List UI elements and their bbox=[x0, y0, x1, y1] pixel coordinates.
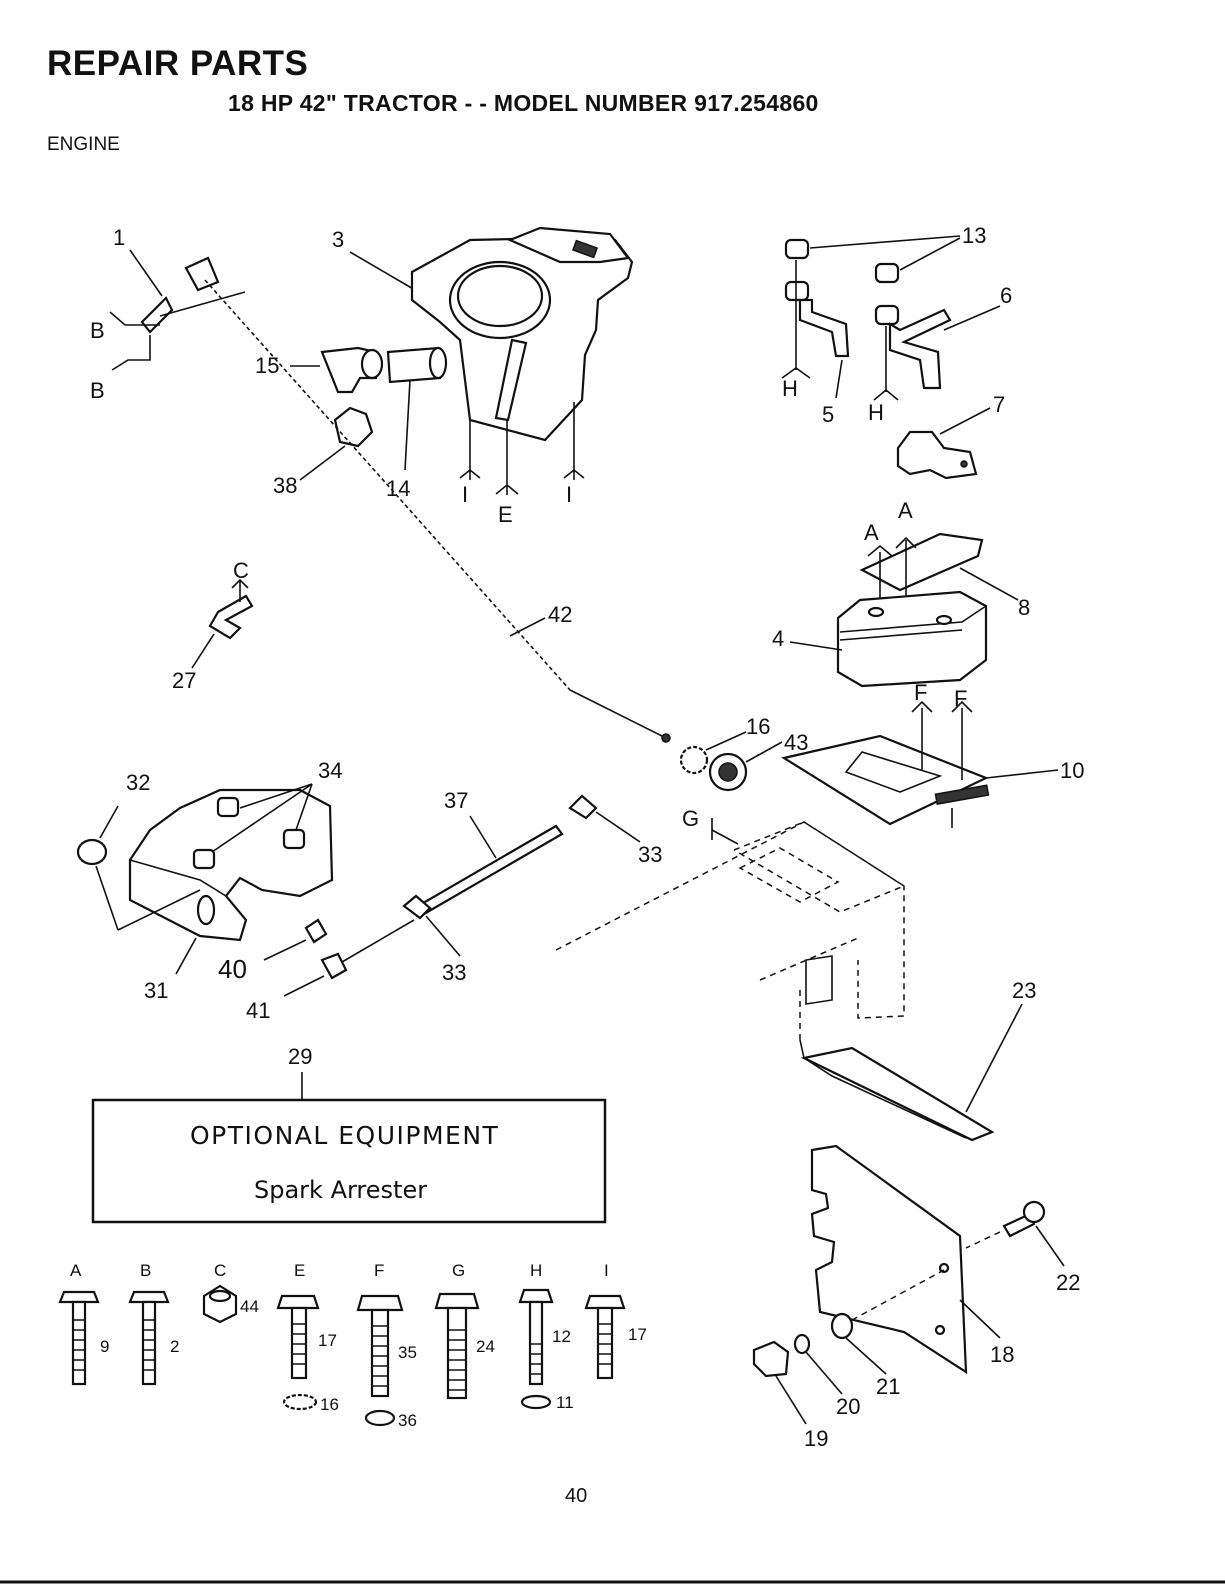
callout-17-b: 17 bbox=[628, 1325, 647, 1344]
ref-letter-f-2: F bbox=[954, 686, 967, 711]
page-number: 40 bbox=[565, 1485, 587, 1508]
part-38-plug bbox=[300, 408, 372, 480]
callout-41: 41 bbox=[246, 998, 270, 1023]
callout-2: 2 bbox=[170, 1337, 179, 1356]
callout-44: 44 bbox=[240, 1297, 259, 1316]
hw-letter-g: G bbox=[452, 1261, 465, 1280]
callout-4: 4 bbox=[772, 626, 784, 651]
callout-18: 18 bbox=[990, 1342, 1014, 1367]
ref-letter-g: G bbox=[682, 806, 699, 831]
part-23-plate bbox=[800, 1004, 1022, 1140]
ref-letter-c: C bbox=[233, 558, 249, 583]
callout-31: 31 bbox=[144, 978, 168, 1003]
callout-15: 15 bbox=[255, 353, 279, 378]
callout-35: 35 bbox=[398, 1343, 417, 1362]
hw-letter-e: E bbox=[294, 1261, 305, 1280]
callout-9: 9 bbox=[100, 1337, 109, 1356]
spark-arrester-label: Spark Arrester bbox=[254, 1176, 427, 1204]
callout-21: 21 bbox=[876, 1374, 900, 1399]
callout-22: 22 bbox=[1056, 1270, 1080, 1295]
callout-42: 42 bbox=[548, 602, 572, 627]
callout-12: 12 bbox=[552, 1327, 571, 1346]
ref-letter-e: E bbox=[498, 502, 513, 527]
part-40-valve bbox=[264, 920, 326, 960]
part-31-fuel-tank bbox=[130, 790, 332, 974]
part-7-clamp bbox=[898, 408, 990, 478]
hw-letter-a: A bbox=[70, 1261, 82, 1280]
callout-10: 10 bbox=[1060, 758, 1084, 783]
part-22-bolt bbox=[966, 1202, 1064, 1266]
part-37-fuel-line bbox=[418, 816, 562, 914]
callout-33-b: 33 bbox=[442, 960, 466, 985]
callout-16-b: 16 bbox=[320, 1395, 339, 1414]
ref-letter-i-1: I bbox=[462, 482, 468, 507]
callout-36: 36 bbox=[398, 1411, 417, 1430]
hardware-row bbox=[60, 1286, 624, 1425]
part-14-nipple bbox=[388, 348, 446, 470]
ref-letter-h-2: H bbox=[868, 400, 884, 425]
hw-letter-i: I bbox=[604, 1261, 609, 1280]
ref-letter-b-2: B bbox=[90, 378, 105, 403]
ref-letter-a-1: A bbox=[864, 520, 879, 545]
callout-40: 40 bbox=[218, 954, 247, 984]
callout-8: 8 bbox=[1018, 595, 1030, 620]
callout-7: 7 bbox=[993, 392, 1005, 417]
optional-equipment-title: OPTIONAL EQUIPMENT bbox=[190, 1121, 499, 1150]
callout-32: 32 bbox=[126, 770, 150, 795]
part-41-elbow bbox=[284, 920, 414, 996]
hw-letter-f: F bbox=[374, 1261, 384, 1280]
hw-letter-b: B bbox=[140, 1261, 151, 1280]
callout-23: 23 bbox=[1012, 978, 1036, 1003]
frame-outline bbox=[556, 818, 904, 1040]
callout-17-a: 17 bbox=[318, 1331, 337, 1350]
callout-3: 3 bbox=[332, 227, 344, 252]
ref-letter-f-1: F bbox=[914, 680, 927, 705]
callout-27: 27 bbox=[172, 668, 196, 693]
part-20-spacer bbox=[795, 1335, 842, 1394]
callout-33-a: 33 bbox=[638, 842, 662, 867]
ref-letter-h-1: H bbox=[782, 376, 798, 401]
hw-letter-c: C bbox=[214, 1261, 226, 1280]
ref-letter-a-2: A bbox=[898, 498, 913, 523]
part-27-clamp bbox=[192, 580, 252, 668]
part-10-plate bbox=[784, 702, 1058, 828]
callout-20: 20 bbox=[836, 1394, 860, 1419]
part-15-elbow bbox=[290, 348, 382, 392]
callout-1: 1 bbox=[113, 225, 125, 250]
callout-29: 29 bbox=[288, 1044, 312, 1069]
part-1-bracket bbox=[110, 250, 245, 370]
callout-16: 16 bbox=[746, 714, 770, 739]
part-42-cable bbox=[186, 258, 670, 742]
hw-letter-h: H bbox=[530, 1261, 542, 1280]
callout-6: 6 bbox=[1000, 283, 1012, 308]
callout-13: 13 bbox=[962, 223, 986, 248]
part-4-muffler bbox=[790, 592, 986, 686]
callout-24: 24 bbox=[476, 1337, 495, 1356]
callout-19: 19 bbox=[804, 1426, 828, 1451]
callout-43: 43 bbox=[784, 730, 808, 755]
part-43-nut bbox=[710, 742, 782, 790]
ref-letter-i-2: I bbox=[566, 482, 572, 507]
part-33-clamps bbox=[404, 796, 640, 956]
part-19-nut bbox=[754, 1342, 806, 1424]
ref-letter-b-1: B bbox=[90, 318, 105, 343]
callout-5: 5 bbox=[822, 402, 834, 427]
callout-11: 11 bbox=[556, 1393, 574, 1412]
callout-38: 38 bbox=[273, 473, 297, 498]
callout-37: 37 bbox=[444, 788, 468, 813]
callout-34: 34 bbox=[318, 758, 342, 783]
